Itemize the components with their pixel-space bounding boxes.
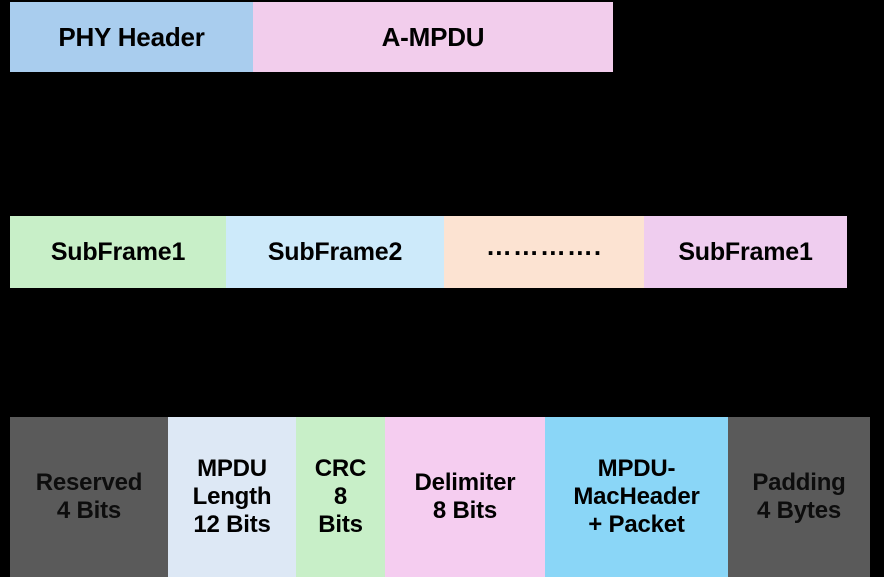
cell-subframe-1: SubFrame1 xyxy=(10,216,226,288)
cell-a-mpdu: A-MPDU xyxy=(253,2,613,72)
cell-mpdu-length: MPDU Length 12 Bits xyxy=(168,417,296,577)
phy-frame-row: PHY Header A-MPDU xyxy=(10,2,613,72)
cell-phy-header: PHY Header xyxy=(10,2,253,72)
cell-crc: CRC 8 Bits xyxy=(296,417,385,577)
cell-delimiter: Delimiter 8 Bits xyxy=(385,417,545,577)
ellipsis-label: …………. xyxy=(485,230,603,261)
cell-padding: Padding 4 Bytes xyxy=(728,417,870,577)
subframe-detail-row: Reserved 4 Bits MPDU Length 12 Bits CRC … xyxy=(10,417,870,577)
cell-subframe-ellipsis: …………. xyxy=(444,216,644,288)
cell-subframe-2: SubFrame2 xyxy=(226,216,444,288)
cell-mpdu-macheader-packet: MPDU- MacHeader + Packet xyxy=(545,417,728,577)
cell-subframe-last: SubFrame1 xyxy=(644,216,847,288)
cell-reserved: Reserved 4 Bits xyxy=(10,417,168,577)
ampdu-subframes-row: SubFrame1 SubFrame2 …………. SubFrame1 xyxy=(10,216,847,288)
